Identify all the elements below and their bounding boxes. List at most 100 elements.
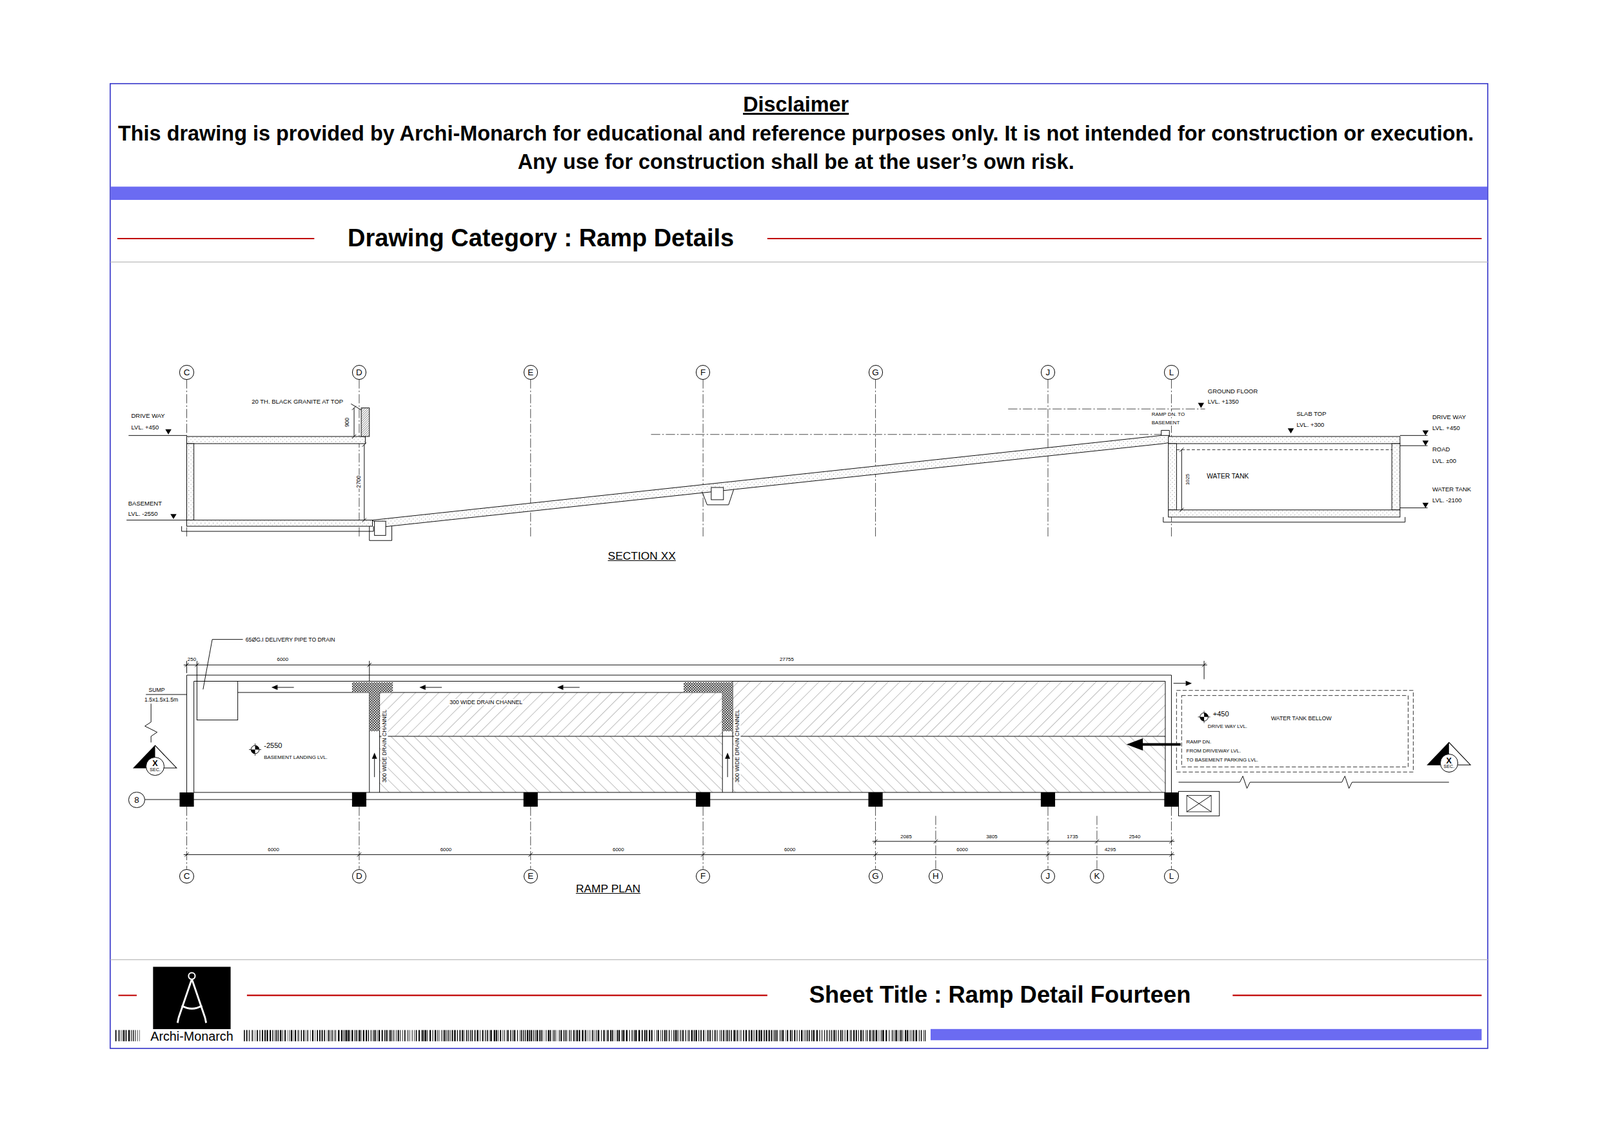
barcode [618,1029,620,1041]
barcode [885,1029,887,1041]
barcode [855,1029,858,1041]
dimension-line [362,442,367,522]
barcode [119,1029,122,1041]
barcode [443,1029,445,1041]
barcode [566,1029,568,1041]
logo-mark [152,966,231,1030]
annotation-text: LVL. +1350 [1207,398,1240,406]
plan-walls [145,694,187,696]
ramp-slab [369,430,1170,541]
water-tank [1168,436,1401,444]
dimension-text: 6000 [276,656,289,663]
barcode [728,1029,730,1041]
grid-circle: H [928,869,943,884]
sheet-frame [246,995,768,997]
basement-section [187,443,195,521]
barcode [737,1029,739,1041]
barcode [755,1029,758,1041]
dimension-text: 27755 [779,656,795,663]
drain-grating [722,692,733,732]
barcode [849,1029,851,1041]
barcode [445,1029,447,1041]
barcode [597,1029,600,1041]
grid-label: C [183,368,191,377]
annotation-text: 300 WIDE DRAIN CHANNEL [448,699,524,706]
grid-line [358,379,360,539]
barcode [517,1029,518,1041]
barcode [554,1029,556,1041]
barcode [871,1029,873,1041]
barcode [254,1029,256,1041]
grid-circle: 8 [128,791,145,809]
barcode [709,1029,711,1041]
barcode [760,1029,763,1041]
drain-grating [683,682,733,693]
plan-walls [196,681,238,721]
barcode [900,1029,902,1041]
barcode [347,1029,349,1041]
barcode [912,1029,914,1041]
barcode [449,1029,451,1041]
grid-circle: E [523,869,538,884]
barcode [719,1029,721,1041]
grid-circle: J [1040,365,1056,380]
barcode [423,1029,425,1041]
barcode [415,1029,418,1041]
barcode [386,1029,388,1041]
barcode [573,1029,575,1041]
barcode [432,1029,434,1041]
barcode [893,1029,896,1041]
barcode [825,1029,828,1041]
barcode [908,1029,910,1041]
barcode [806,1029,808,1041]
barcode [510,1029,512,1041]
ramp-hatch [732,736,1166,793]
barcode [724,1029,726,1041]
barcode [726,1029,728,1041]
level-marker [1422,430,1429,436]
grid-line [530,379,531,539]
annotation-text: BASEMENT [1151,419,1181,426]
annotation-text: RAMP DN. TO [1151,411,1186,418]
annotation-text: DRIVE WAY [130,412,166,420]
barcode [288,1029,291,1041]
annotation-text: RAMP DN. [1185,739,1213,745]
barcode [406,1029,409,1041]
barcode [895,1029,898,1041]
column [868,792,883,807]
grid-circle: G [868,869,883,884]
barcode [621,1029,623,1041]
barcode [612,1029,614,1041]
barcode [660,1029,662,1041]
barcode [421,1029,424,1041]
barcode [390,1029,392,1041]
barcode [668,1029,670,1041]
dimension-line [183,852,1175,857]
grid-label: G [871,368,879,377]
barcode [821,1029,823,1041]
barcode [507,1029,509,1041]
barcode [913,1029,916,1041]
barcode [370,1029,372,1041]
flow-arrow [271,681,1192,778]
grid-label: K [1093,871,1100,881]
ramp-hatch [379,736,723,793]
section-mark-letter: X [1446,757,1452,766]
barcode [875,1029,878,1041]
barcode [898,1029,901,1041]
annotation-text: DRIVE WAY LVL. [1207,723,1248,730]
barcode [782,1029,784,1041]
dimension-text: 2540 [1128,833,1142,840]
sheet-frame [110,83,1488,1049]
logo-mark [152,966,231,1030]
barcode [493,1029,496,1041]
barcode [657,1029,660,1041]
flow-arrow [276,683,1186,778]
barcode [334,1029,336,1041]
barcode [259,1029,260,1041]
column [1164,792,1179,807]
annotation-text: ROAD [1431,446,1451,454]
barcode [691,1029,693,1041]
level-marker [1287,428,1294,434]
barcode [804,1029,807,1041]
